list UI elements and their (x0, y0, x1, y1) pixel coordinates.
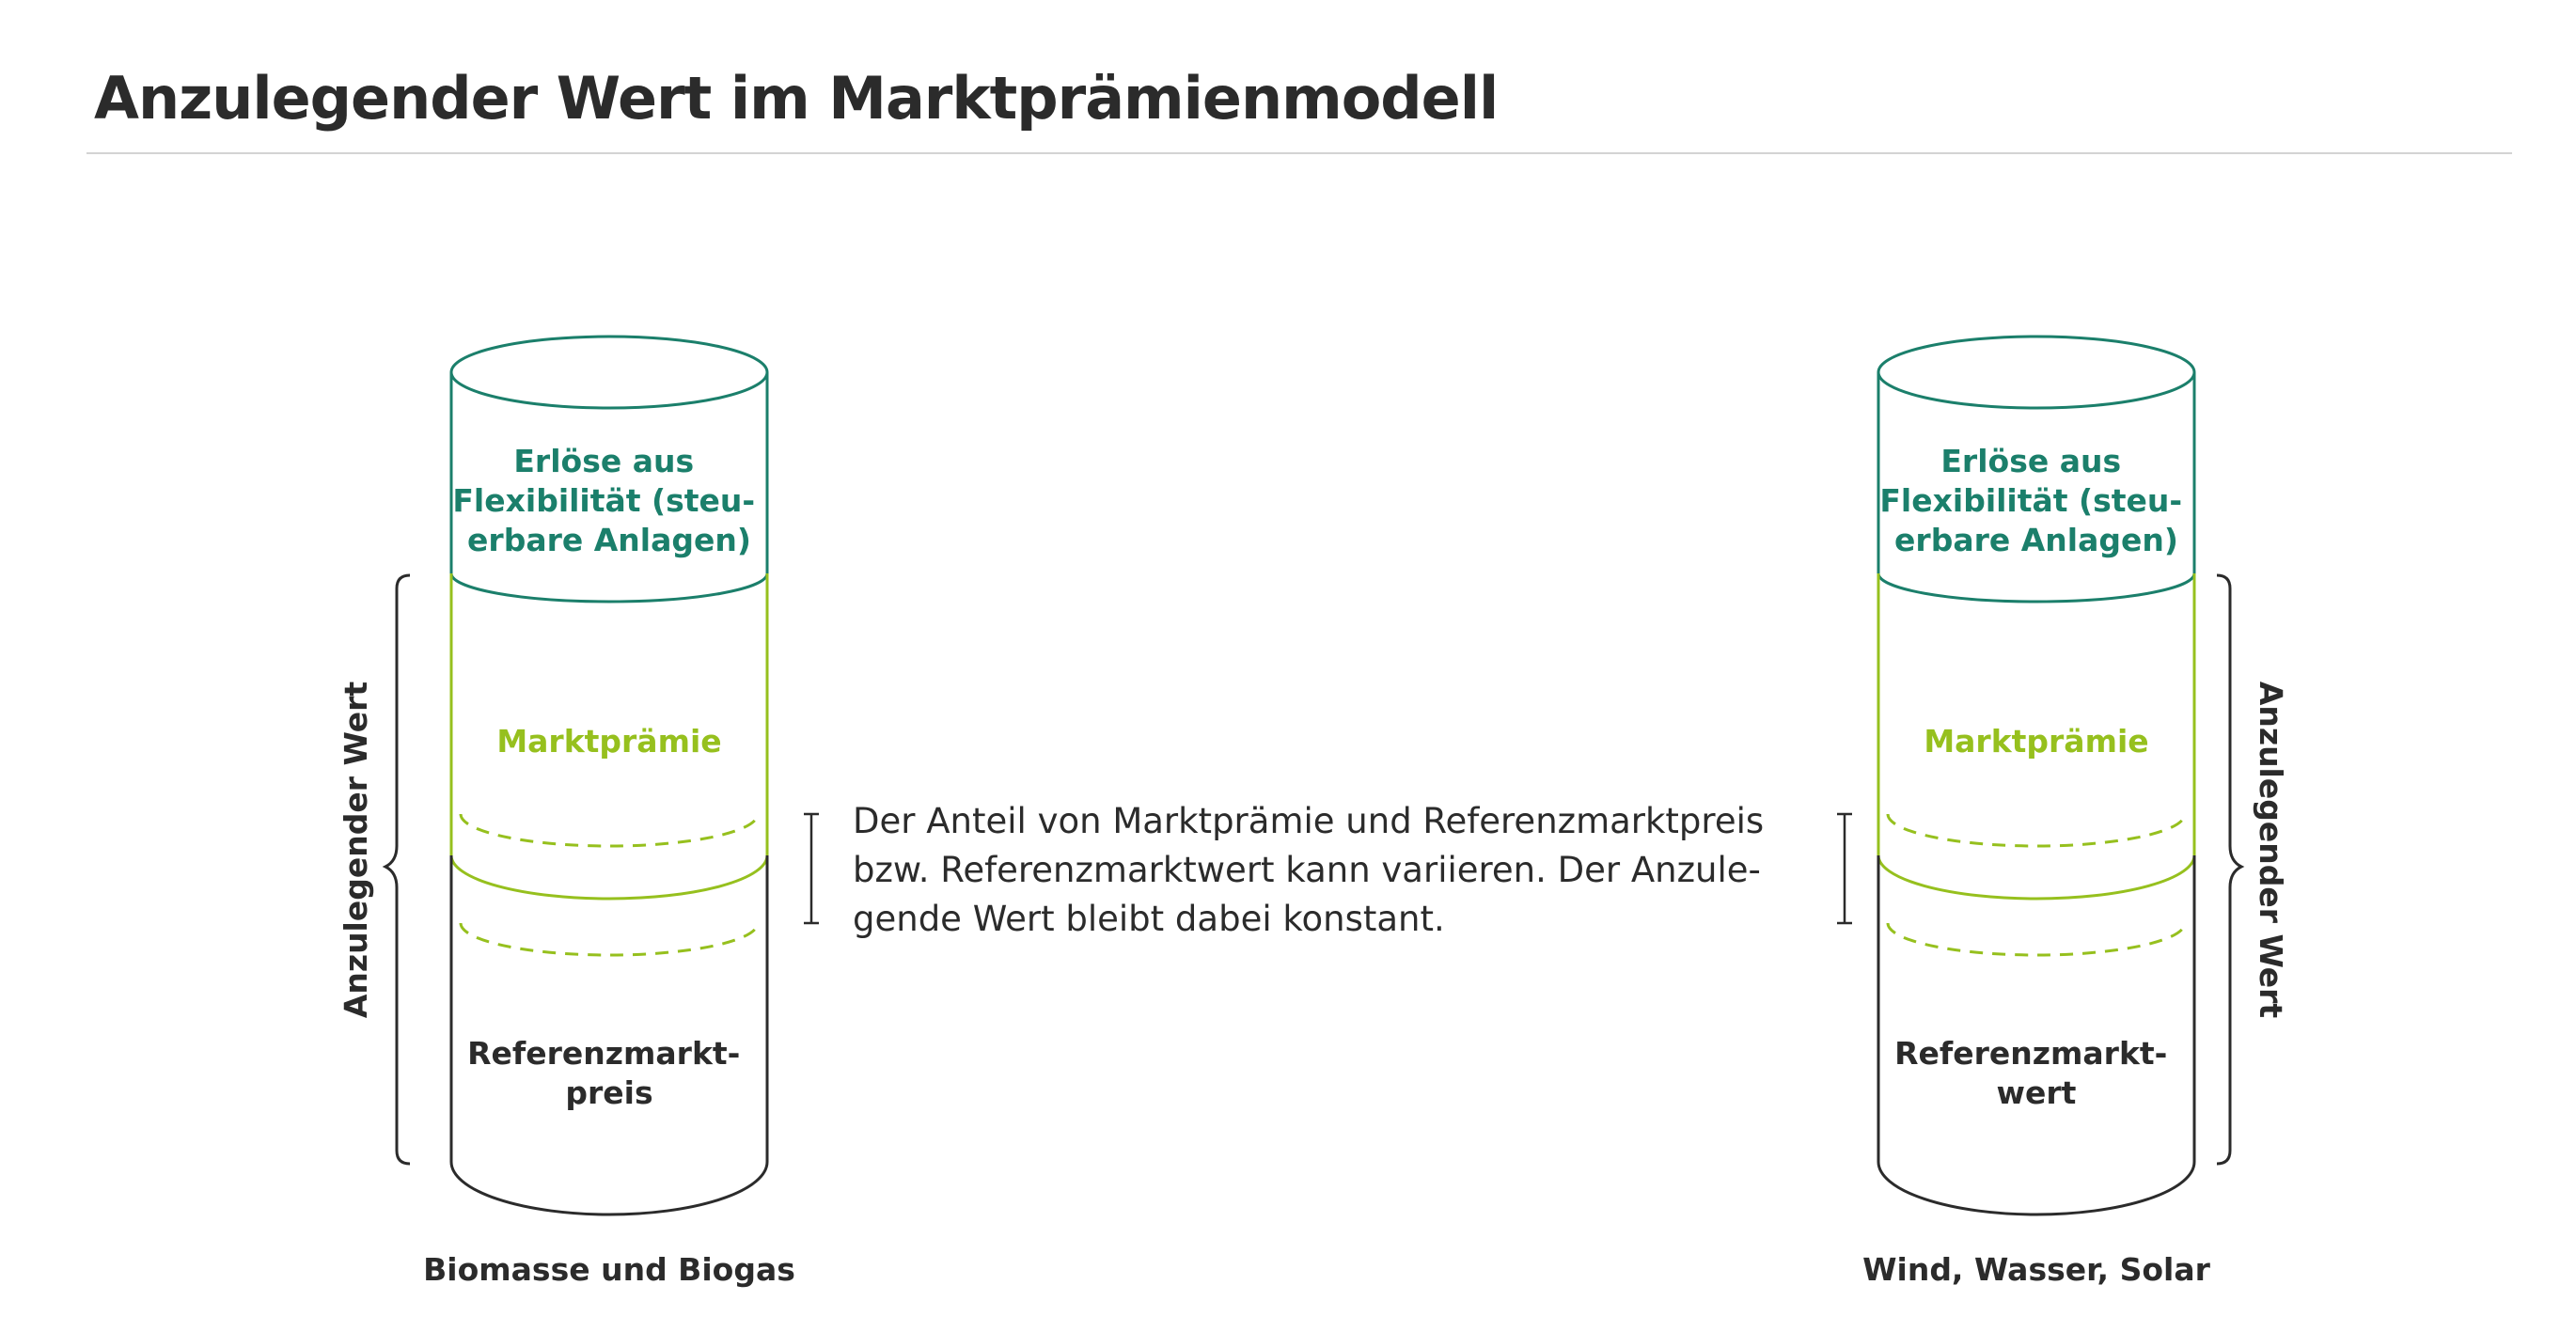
right-middle-label: Marktprämie (1924, 723, 2148, 760)
left-top-label-line: erbare Anlagen) (467, 522, 751, 558)
right-brace (2216, 573, 2245, 1166)
left-bottom-label: Referenzmarkt- preis (467, 1035, 751, 1111)
right-caption: Wind, Wasser, Solar (1862, 1251, 2210, 1288)
left-bottom-label-line: preis (565, 1074, 652, 1111)
right-top-label: Erlöse aus Flexibilität (steu- erbare An… (1879, 443, 2192, 558)
right-cylinder-dashed-lower (1886, 922, 2187, 957)
left-cylinder-teal-separator (449, 572, 769, 603)
right-cylinder-dashed-upper (1886, 813, 2187, 848)
right-brace-label: Anzulegender Wert (2253, 682, 2289, 1019)
left-brace (382, 573, 411, 1166)
right-bottom-label-line: wert (1997, 1074, 2077, 1111)
left-middle-label: Marktprämie (496, 723, 721, 760)
left-bottom-label-line: Referenzmarkt- (467, 1035, 740, 1072)
right-cylinder: Erlöse aus Flexibilität (steu- erbare An… (1862, 335, 2211, 1288)
variation-note: Der Anteil von Marktprämie und Referenzm… (853, 801, 1775, 939)
right-top-label-line: Flexibilität (steu- (1879, 482, 2182, 519)
left-brace-label: Anzulegender Wert (338, 682, 374, 1019)
right-top-label-line: Erlöse aus (1940, 443, 2121, 479)
left-cylinder-top-ellipse (449, 335, 769, 410)
left-cylinder-dashed-lower (459, 922, 760, 957)
right-top-label-line: erbare Anlagen) (1894, 522, 2178, 558)
left-top-label-line: Erlöse aus (513, 443, 694, 479)
variation-note-line: Der Anteil von Marktprämie und Referenzm… (853, 801, 1764, 841)
left-cylinder-dashed-upper (459, 813, 760, 848)
left-cylinder: Erlöse aus Flexibilität (steu- erbare An… (423, 335, 795, 1288)
right-bottom-label-line: Referenzmarkt- (1894, 1035, 2167, 1072)
variation-note-line: gende Wert bleibt dabei konstant. (853, 899, 1445, 939)
title-divider (86, 152, 2512, 154)
right-cylinder-top-ellipse (1877, 335, 2196, 410)
right-cylinder-bottom-arc (1877, 1161, 2196, 1216)
left-caption: Biomasse und Biogas (423, 1251, 795, 1288)
right-cylinder-green-separator (1877, 854, 2196, 901)
left-range-marker (804, 812, 819, 925)
left-top-label: Erlöse aus Flexibilität (steu- erbare An… (452, 443, 765, 558)
left-cylinder-green-separator (449, 854, 769, 901)
right-cylinder-teal-separator (1877, 572, 2196, 603)
right-range-marker (1837, 812, 1852, 925)
right-bottom-label: Referenzmarkt- wert (1894, 1035, 2178, 1111)
variation-note-line: bzw. Referenzmarktwert kann variieren. D… (853, 850, 1761, 890)
page-title: Anzulegender Wert im Marktprämienmodell (94, 64, 1499, 133)
left-top-label-line: Flexibilität (steu- (452, 482, 755, 519)
left-cylinder-bottom-arc (449, 1161, 769, 1216)
